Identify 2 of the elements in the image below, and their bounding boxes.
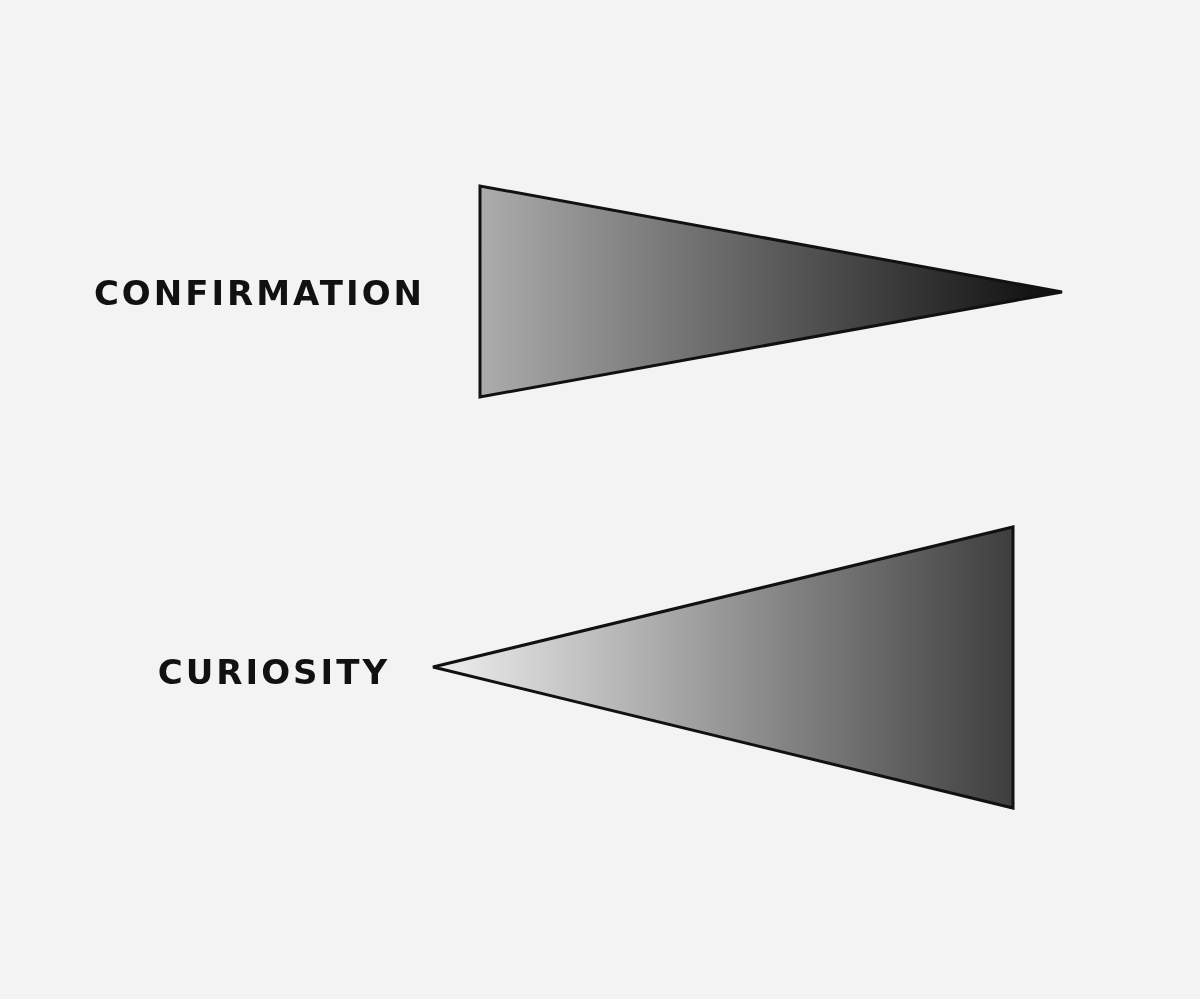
wedge-label: CONFIRMATION <box>93 276 425 310</box>
wedge-label: CURIOSITY <box>157 655 390 689</box>
